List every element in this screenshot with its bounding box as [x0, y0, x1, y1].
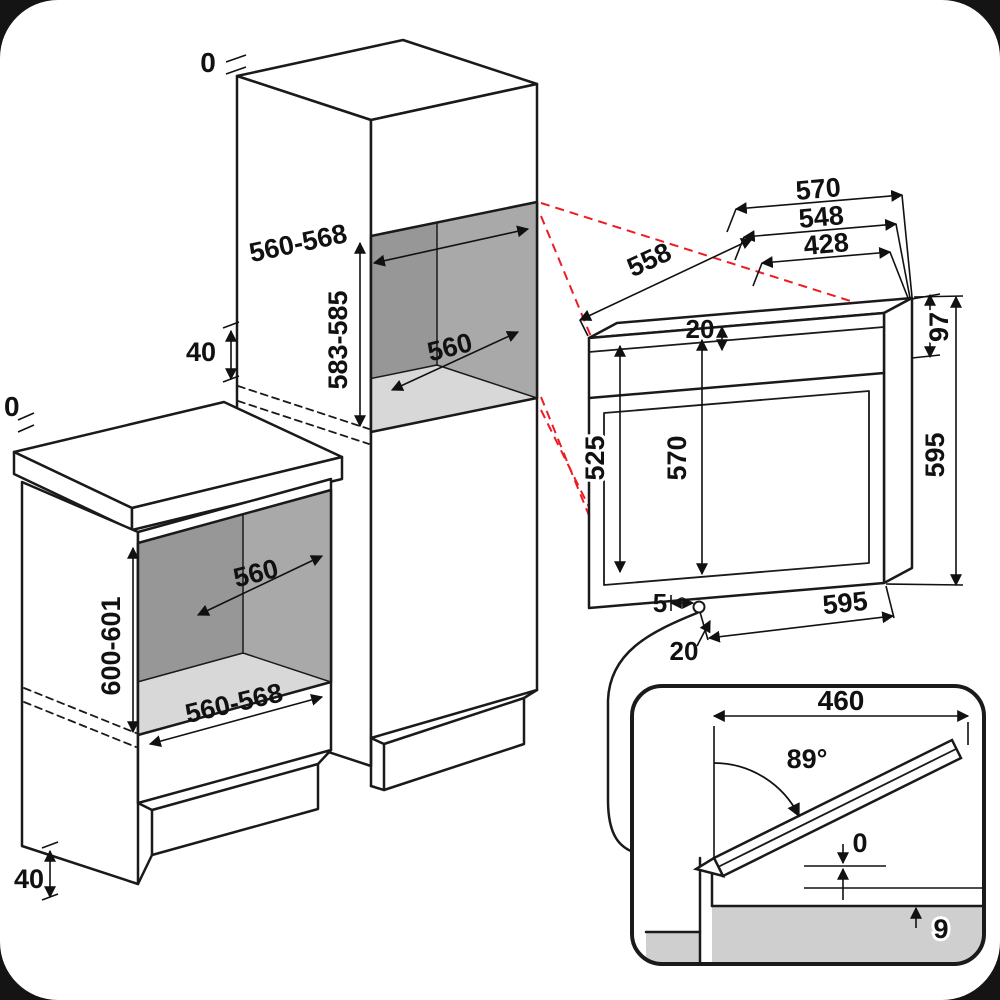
base-hidden-lines: [23, 687, 137, 748]
base-plinth-clearance-label: 40: [14, 864, 44, 894]
oven-side-height-label: 595: [920, 432, 950, 477]
oven-bottom-width-label: 595: [821, 586, 869, 621]
column-plinth: [382, 696, 526, 792]
dimension-lines: [17, 54, 964, 901]
oven-top-width-mid-label: 548: [797, 200, 845, 234]
oven-hinge-offset-label: 5: [653, 588, 667, 618]
column-top-clearance-label: 0: [200, 47, 216, 78]
detail-door-width-label: 460: [818, 685, 865, 716]
detail-dimension-lines: [712, 710, 984, 928]
oven-top-width-inner-label: 428: [802, 227, 850, 261]
oven-right-face: [882, 296, 914, 585]
oven-panel-height-label: 97: [924, 312, 954, 342]
base-plinth: [150, 762, 320, 857]
column-niche-height-label: 583-585: [323, 290, 353, 389]
control-panel-bottom-line: [587, 371, 886, 400]
dimension-labels: 0 560-568 583-585 560 40 0 560 600-601 5…: [4, 47, 957, 947]
column-niche-opening: [369, 200, 539, 434]
detail-floor-left: [646, 932, 700, 964]
oven-hinge-inset-label: 20: [670, 636, 699, 666]
oven-top-trim-line: [588, 326, 885, 353]
counter-front-right: [130, 455, 344, 532]
base-niche-height-label: 600-601: [96, 596, 126, 695]
base-cabinet: [12, 400, 344, 886]
detail-bottom-gap-label: 9: [933, 914, 948, 944]
oven-top-gap-label: 20: [686, 314, 715, 344]
oven-front-height-inner-label: 525: [580, 435, 610, 480]
oven-door-outline: [603, 390, 870, 586]
door-hinge-point: [692, 600, 706, 614]
detail-top-gap-label: 0: [852, 828, 867, 858]
detail-door-corner: [692, 856, 726, 878]
door-detail-inset: [630, 684, 986, 966]
oven-front-height-label: 570: [662, 435, 692, 480]
base-top-clearance-label: 0: [4, 391, 20, 422]
oven-top-width-label: 570: [794, 172, 842, 206]
detail-leader-curve: [606, 611, 699, 855]
inset-border: [630, 684, 986, 966]
oven-front-face: [587, 311, 886, 610]
detail-angle-label: 89°: [787, 744, 828, 774]
column-clearance-label: 40: [186, 337, 216, 367]
oven-top-depth-label: 558: [622, 237, 676, 283]
column-hidden-lines: [237, 385, 370, 445]
